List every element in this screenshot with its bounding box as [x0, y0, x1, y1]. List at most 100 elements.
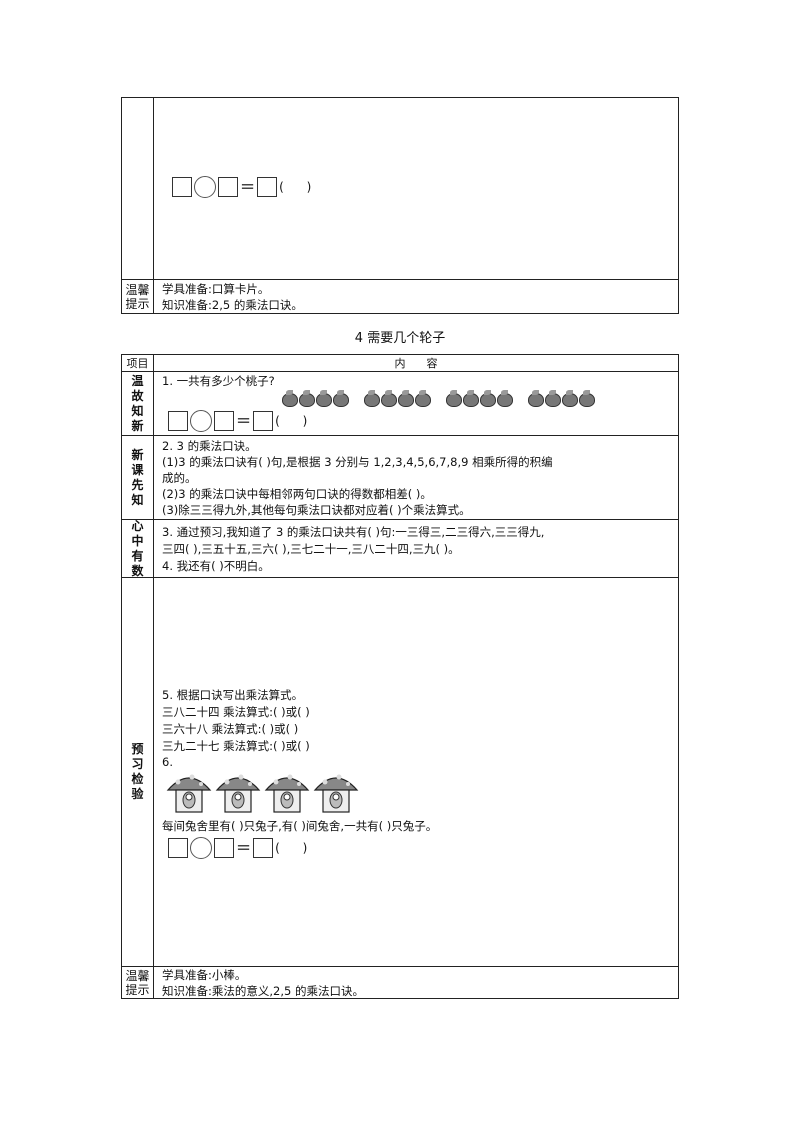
- preview-row: 新课先知 2. 3 的乘法口诀。 (1)3 的乘法口诀有( )句,是根据 3 分…: [122, 435, 678, 519]
- peach-icon: [545, 390, 561, 407]
- main-table: 项目 内 容 温故知新 1. 一共有多少个桃子? = (: [121, 354, 679, 999]
- equals-sign-icon: =: [236, 410, 252, 431]
- rabbit-house-icon: [215, 774, 261, 813]
- q5-line: 5. 根据口诀写出乘法算式。: [162, 688, 304, 702]
- tip-label-cell: 温馨提示: [122, 967, 154, 998]
- preview-line: 成的。: [162, 471, 197, 485]
- peach-icon: [463, 390, 479, 407]
- peach-icon: [562, 390, 578, 407]
- peach-icon: [497, 390, 513, 407]
- peach-icon: [333, 390, 349, 407]
- peach-icon: [316, 390, 332, 407]
- preview-line: (2)3 的乘法口诀中每相邻两句口诀的得数都相差( )。: [162, 487, 432, 501]
- answer-box[interactable]: [253, 838, 274, 858]
- peach-group: [528, 390, 596, 411]
- q5-line: 三九二十七 乘法算式:( )或( ): [162, 739, 310, 753]
- preview-line: (3)除三三得九外,其他每句乘法口诀都对应着( )个乘法算式。: [162, 503, 471, 517]
- heart-line: 三四( ),三五十五,三六( ),三七二十一,三八二十四,三九( )。: [162, 542, 460, 556]
- tip-content: 学具准备:小棒。 知识准备:乘法的意义,2,5 的乘法口诀。: [154, 967, 678, 998]
- unit-paren: ( ): [275, 841, 308, 855]
- peach-group: [364, 390, 432, 411]
- rabbit-house-icon: [264, 774, 310, 813]
- review-row: 温故知新 1. 一共有多少个桃子? = ( ): [122, 371, 678, 435]
- answer-box[interactable]: [168, 411, 188, 431]
- check-label: 预习检验: [131, 742, 144, 801]
- tip-label-cell: 温馨提示: [122, 280, 154, 313]
- tip-line: 学具准备:小棒。: [162, 968, 247, 982]
- header-col-item: 项目: [122, 355, 154, 371]
- equation-frame-1: = ( ): [172, 176, 311, 198]
- answer-box[interactable]: [253, 411, 274, 431]
- check-label-cell: 预习检验: [122, 578, 154, 966]
- section-title: 4 需要几个轮子: [354, 331, 446, 346]
- preview-line: (1)3 的乘法口诀有( )句,是根据 3 分别与 1,2,3,4,5,6,7,…: [162, 455, 553, 469]
- answer-box[interactable]: [172, 177, 192, 197]
- operator-circle[interactable]: [194, 176, 216, 198]
- rabbit-houses: [166, 768, 359, 814]
- equals-sign-icon: =: [236, 837, 252, 858]
- q6-number: 6.: [162, 755, 173, 769]
- peach-group: [282, 390, 350, 411]
- heart-row: 心中有数 3. 通过预习,我知道了 3 的乘法口诀共有( )句:一三得三,二三得…: [122, 518, 678, 578]
- peach-group: [446, 390, 514, 411]
- equation-frame-2: = ( ): [168, 410, 307, 432]
- tip-content: 学具准备:口算卡片。 知识准备:2,5 的乘法口诀。: [154, 280, 678, 313]
- heart-line: 3. 通过预习,我知道了 3 的乘法口诀共有( )句:一三得三,二三得六,三三得…: [162, 525, 545, 539]
- tip-row: 温馨提示 学具准备:小棒。 知识准备:乘法的意义,2,5 的乘法口诀。: [122, 966, 678, 998]
- heart-line: 4. 我还有( )不明白。: [162, 559, 270, 573]
- top-work-row: = ( ): [122, 98, 678, 279]
- answer-box[interactable]: [214, 411, 234, 431]
- peach-groups: [282, 390, 596, 411]
- answer-box[interactable]: [257, 177, 278, 197]
- check-content: 5. 根据口诀写出乘法算式。 三八二十四 乘法算式:( )或( ) 三六十八 乘…: [154, 578, 678, 966]
- peach-icon: [282, 390, 298, 407]
- peach-icon: [398, 390, 414, 407]
- top-left-cell: [122, 98, 154, 279]
- header-row: 项目 内 容: [122, 355, 678, 371]
- preview-label-cell: 新课先知: [122, 436, 154, 519]
- rabbit-house-icon: [313, 774, 359, 813]
- preview-label: 新课先知: [131, 447, 144, 507]
- unit-paren: ( ): [279, 180, 312, 194]
- q5-line: 三六十八 乘法算式:( )或( ): [162, 722, 299, 736]
- preview-line: 2. 3 的乘法口诀。: [162, 439, 257, 453]
- tip-label: 温馨提示: [125, 282, 150, 311]
- heart-content: 3. 通过预习,我知道了 3 的乘法口诀共有( )句:一三得三,二三得六,三三得…: [154, 520, 678, 577]
- equals-sign-icon: =: [240, 176, 256, 197]
- peach-icon: [299, 390, 315, 407]
- review-label-cell: 温故知新: [122, 372, 154, 435]
- unit-paren: ( ): [275, 414, 308, 428]
- tip-line: 知识准备:乘法的意义,2,5 的乘法口诀。: [162, 984, 364, 998]
- peach-icon: [364, 390, 380, 407]
- tip-line: 知识准备:2,5 的乘法口诀。: [162, 298, 303, 312]
- answer-box[interactable]: [214, 838, 234, 858]
- rabbit-house-icon: [166, 774, 212, 813]
- top-tip-row: 温馨提示 学具准备:口算卡片。 知识准备:2,5 的乘法口诀。: [122, 279, 678, 313]
- peach-icon: [528, 390, 544, 407]
- heart-label: 心中有数: [131, 518, 144, 578]
- header-item-text: 项目: [126, 357, 149, 370]
- header-col-content: 内 容: [154, 355, 678, 371]
- tip-label: 温馨提示: [125, 968, 150, 997]
- preview-content: 2. 3 的乘法口诀。 (1)3 的乘法口诀有( )句,是根据 3 分别与 1,…: [154, 436, 678, 519]
- answer-box[interactable]: [168, 838, 188, 858]
- review-label: 温故知新: [131, 373, 144, 433]
- peach-icon: [480, 390, 496, 407]
- tip-line: 学具准备:口算卡片。: [162, 282, 270, 296]
- peach-icon: [415, 390, 431, 407]
- peach-icon: [579, 390, 595, 407]
- top-table: = ( ) 温馨提示 学具准备:口算卡片。 知识准备:2,5 的乘法口诀。: [121, 97, 679, 314]
- peach-icon: [446, 390, 462, 407]
- heart-label-cell: 心中有数: [122, 518, 154, 578]
- check-row: 预习检验 5. 根据口诀写出乘法算式。 三八二十四 乘法算式:( )或( ) 三…: [122, 577, 678, 966]
- operator-circle[interactable]: [190, 837, 212, 859]
- answer-box[interactable]: [218, 177, 238, 197]
- q6-text: 每间兔舍里有( )只兔子,有( )间兔舍,一共有( )只兔子。: [162, 819, 438, 833]
- question-1: 1. 一共有多少个桃子?: [162, 374, 275, 388]
- equation-frame-3: = ( ): [168, 837, 307, 859]
- review-content: 1. 一共有多少个桃子? = ( ): [154, 372, 678, 435]
- header-content-text: 内 容: [394, 357, 438, 370]
- operator-circle[interactable]: [190, 410, 212, 432]
- peach-icon: [381, 390, 397, 407]
- top-work-area: = ( ): [154, 98, 678, 279]
